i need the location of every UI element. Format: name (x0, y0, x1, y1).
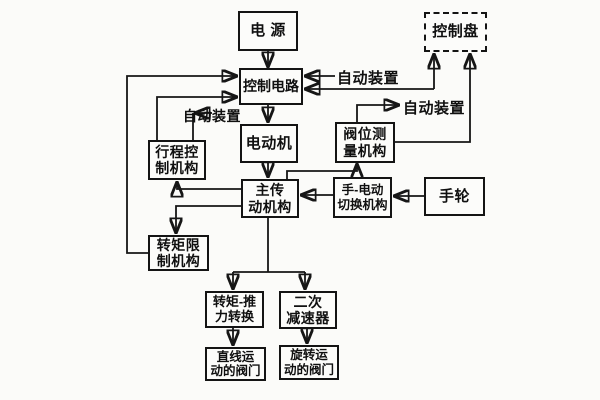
node-control-circuit: 控制电路 (239, 68, 303, 105)
node-control-panel: 控制盘 (424, 12, 487, 52)
edge-valve-position-to-auto3 (356, 105, 398, 122)
node-manual-electric-switch: 手-电动 切换机构 (333, 177, 392, 218)
node-motor: 电动机 (240, 124, 298, 163)
node-power: 电 源 (238, 11, 298, 51)
edge-main-drive-to-valve-position (286, 165, 357, 179)
label-auto-device-2: 自动装置 (183, 108, 241, 124)
edge-main-drive-to-torque-limit (176, 205, 241, 232)
edge-stroke-control-to-control-circuit (156, 97, 236, 140)
label-auto-device-1: 自动装置 (337, 70, 400, 87)
node-valve-position: 阀位测 量机构 (335, 122, 395, 163)
node-stroke-control: 行程控 制机构 (148, 140, 206, 180)
edge-valve-position-to-control-panel (395, 55, 470, 143)
node-torque-limit: 转矩限 制机构 (148, 235, 209, 271)
edge-torque-limit-to-control-circuit (126, 76, 236, 254)
edge-main-drive-to-stroke-control (177, 183, 241, 189)
node-rotary-valve: 旋转运 动的阀门 (279, 345, 339, 380)
node-torque-thrust: 转矩-推 力转换 (205, 291, 264, 328)
node-handwheel: 手轮 (424, 177, 485, 216)
label-auto-device-3: 自动装置 (403, 100, 466, 117)
node-secondary-reducer: 二次 减速器 (279, 291, 337, 329)
node-main-drive: 主传 动机构 (241, 179, 299, 218)
node-linear-valve: 直线运 动的阀门 (205, 347, 266, 381)
